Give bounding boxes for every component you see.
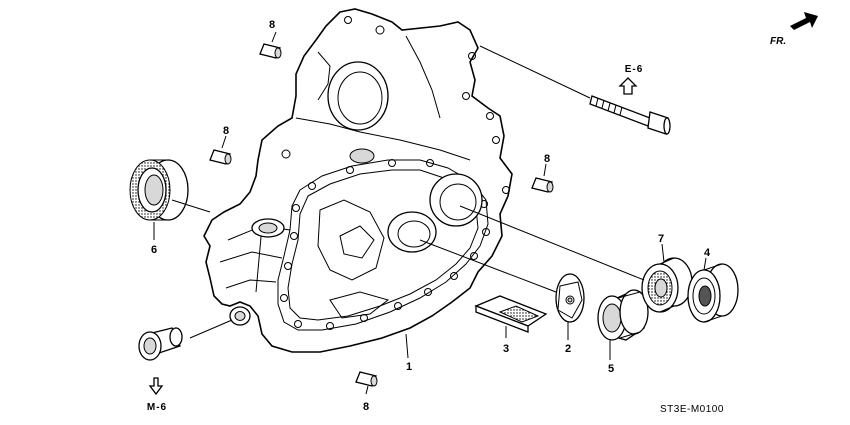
callout-pin-bottom: 8 [363,401,369,413]
callout-housing: 1 [406,361,412,373]
bolt-reference-label: E-6 [625,64,644,75]
callout-bearing-7: 7 [658,233,664,245]
callout-oil-guide: 2 [565,343,571,355]
seal-reference-label: M-6 [147,402,167,413]
clutch-housing [203,8,513,353]
ball-bearing-7 [641,257,693,313]
oil-guide-plate [555,273,585,323]
front-direction-label: FR. [770,36,786,47]
dowel-pin-left [209,149,232,165]
callout-labels: 8 8 8 8 6 1 3 2 5 7 4 E-6 M-6 FR. ST3E-M… [147,19,786,415]
callout-bearing-4: 4 [704,247,711,259]
roller-bearing [597,289,649,341]
callout-magnet-plate: 3 [503,343,509,355]
front-direction-arrow-icon [790,12,818,30]
callout-pin-left: 8 [223,125,229,137]
reference-arrow-down [148,377,164,396]
dowel-pin-top [259,43,282,59]
callout-bearing-5: 5 [608,363,614,375]
callout-oil-seal: 6 [151,244,157,256]
reference-arrow-up [618,77,638,95]
dowel-pin-right [531,177,554,193]
dowel-pin-bottom [355,371,378,387]
ball-bearing-4 [687,263,739,323]
flange-bolt [589,95,671,135]
callout-pin-right: 8 [544,153,550,165]
oil-seal [129,159,189,221]
magnet-plate [474,295,548,333]
leader-lines [153,31,707,395]
drawing-code: ST3E-M0100 [660,404,724,415]
callout-pin-top: 8 [269,19,275,31]
collar-seal [138,327,183,361]
